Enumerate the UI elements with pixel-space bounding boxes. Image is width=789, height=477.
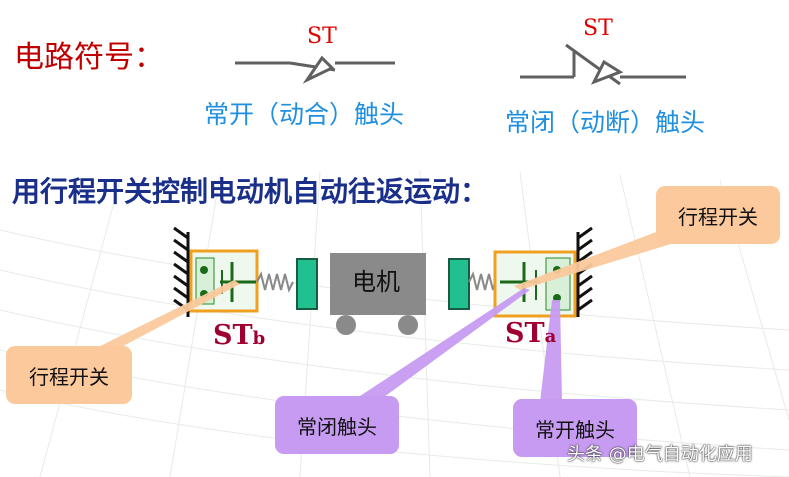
right-wall	[576, 226, 593, 317]
switch-b-main: ST	[213, 320, 253, 351]
switch-a-main: ST	[505, 318, 545, 349]
subtitle: 用行程开关控制电动机自动往返运动：	[12, 175, 489, 208]
callout-travel-switch-left: 行程开关	[6, 346, 132, 404]
pointer-nc	[354, 288, 530, 400]
switch-a-label: STa	[505, 320, 556, 347]
nc-symbol-caption: 常闭（动断）触头	[505, 108, 706, 137]
watermark: 头条 @电气自动化应用	[567, 444, 753, 465]
callout-travel-switch-right: 行程开关	[656, 186, 780, 244]
plate-right	[448, 258, 470, 310]
switch-b-label: STb	[213, 322, 265, 349]
switch-b-sub: b	[252, 328, 266, 349]
nc-symbol-tag: ST	[583, 16, 613, 41]
heading: 电路符号：	[14, 40, 164, 75]
plate-left	[296, 258, 318, 310]
callout-no-contact: 常开触头	[513, 399, 637, 457]
spring-left	[256, 271, 294, 293]
normally-open-symbol	[235, 55, 395, 84]
callout-nc-contact: 常闭触头	[275, 396, 399, 454]
normally-closed-symbol	[520, 43, 686, 86]
motor-label: 电机	[352, 268, 400, 296]
no-symbol-tag: ST	[307, 24, 337, 49]
left-wall	[173, 226, 190, 317]
motor	[330, 253, 426, 335]
switch-a-sub: a	[544, 326, 557, 347]
pointer-ts-left	[92, 280, 240, 352]
no-symbol-caption: 常开（动合）触头	[204, 100, 405, 129]
pointer-ts-right	[514, 226, 684, 290]
pointer-no	[540, 300, 562, 402]
